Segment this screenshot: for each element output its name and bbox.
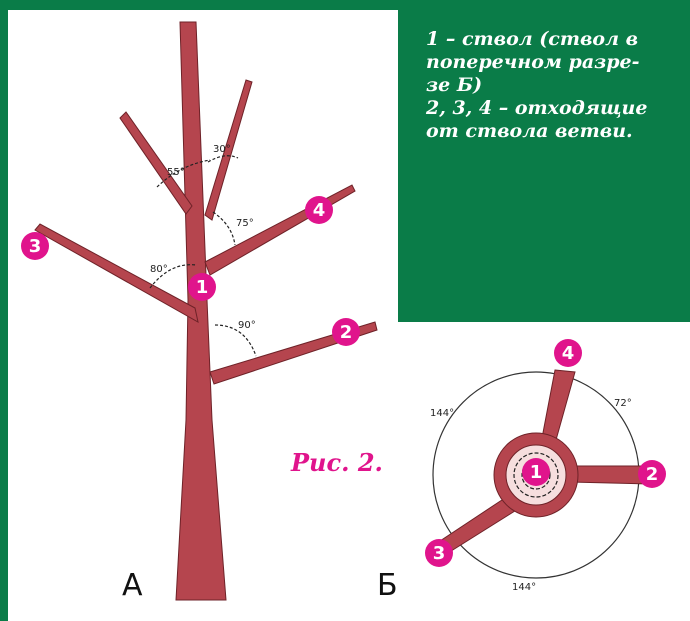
section-badge-trunk: 1 bbox=[522, 458, 550, 486]
badge-trunk: 1 bbox=[188, 273, 216, 301]
panel-a-label: А bbox=[122, 568, 143, 603]
panel-b-label: Б bbox=[377, 568, 398, 603]
angle-label: 72° bbox=[614, 398, 632, 409]
section-badge-branch-2: 2 bbox=[638, 460, 666, 488]
figure-label: Рис. 2. bbox=[291, 448, 383, 477]
section-badge-branch-4: 4 bbox=[554, 339, 582, 367]
angle-label: 144° bbox=[430, 408, 454, 419]
section-badge-branch-3: 3 bbox=[425, 539, 453, 567]
badge-branch-3: 3 bbox=[21, 232, 49, 260]
badge-branch-4: 4 bbox=[305, 196, 333, 224]
angle-label: 144° bbox=[512, 582, 536, 593]
badge-branch-2: 2 bbox=[332, 318, 360, 346]
section-branch-4 bbox=[542, 370, 575, 440]
